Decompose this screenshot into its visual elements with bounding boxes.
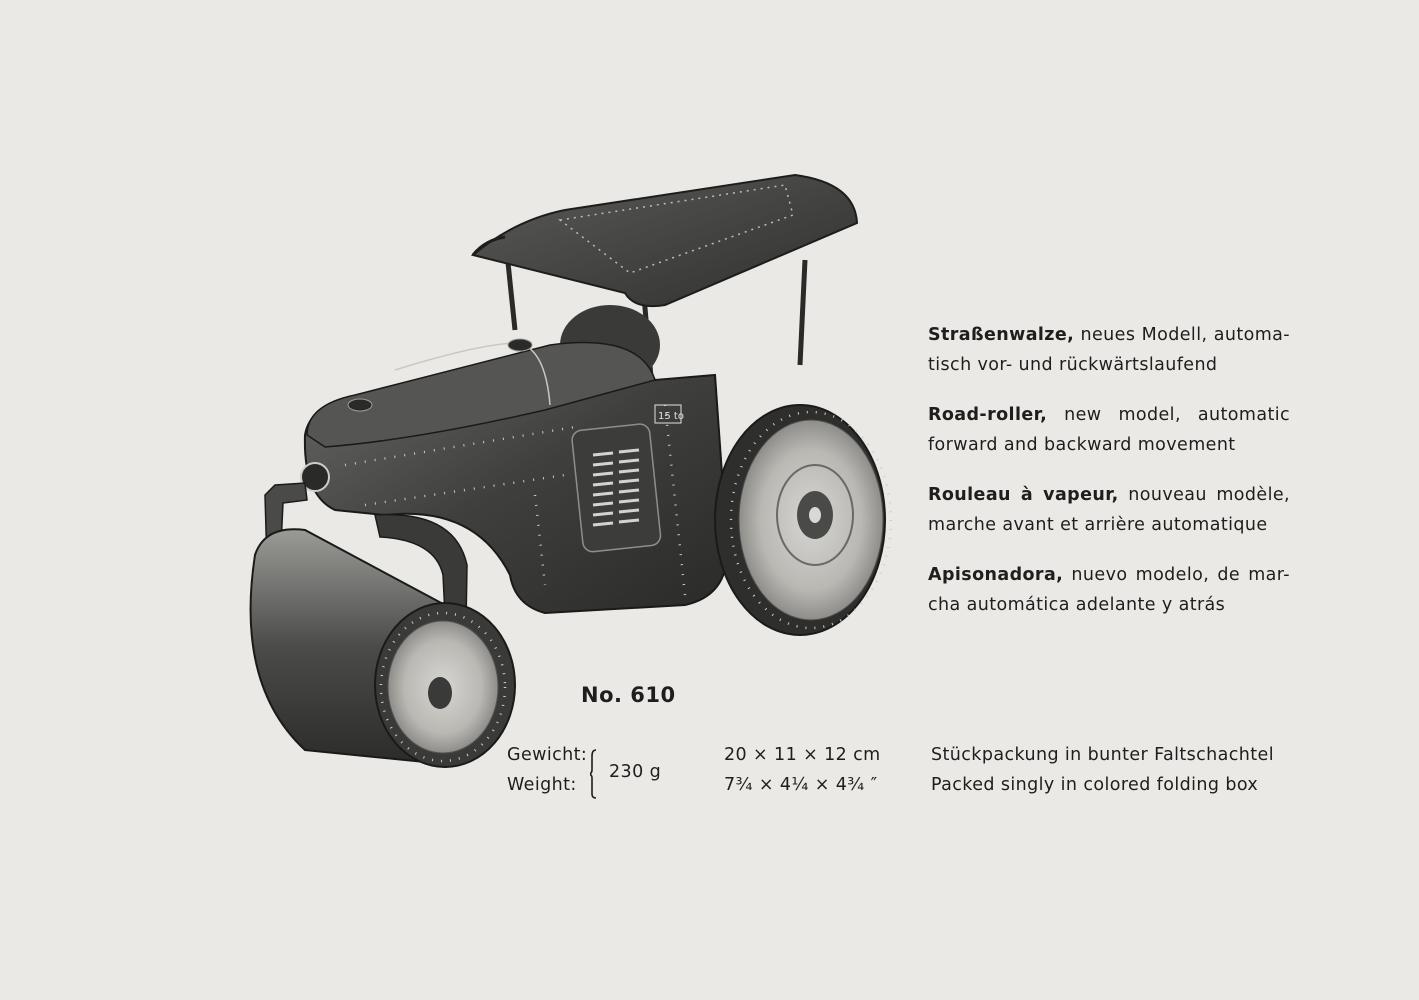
product-name-es: Apisonadora, bbox=[928, 565, 1064, 585]
roller-body: 15 to bbox=[300, 338, 729, 615]
packing-de: Stückpackung in bunter Faltschachtel bbox=[931, 745, 1274, 765]
size-imperial: 7¾ × 4¼ × 4¾ ″ bbox=[724, 775, 878, 795]
description-fr: Rouleau à vapeur, nouveau modèle, marche… bbox=[928, 480, 1290, 540]
road-roller-illustration: 15 to bbox=[249, 173, 893, 768]
size-metric: 20 × 11 × 12 cm bbox=[724, 745, 881, 765]
weight-badge: 15 to bbox=[658, 411, 684, 422]
brace-icon bbox=[590, 749, 597, 799]
canopy-roof bbox=[470, 173, 859, 308]
weight-value: 230 g bbox=[609, 762, 662, 782]
product-name-de: Straßenwalze, bbox=[928, 325, 1075, 345]
weight-label-en: Weight: bbox=[507, 775, 577, 795]
description-fr-line1: nouveau modèle, bbox=[1128, 485, 1290, 505]
packing-en: Packed singly in colored folding box bbox=[931, 775, 1259, 795]
description-es: Apisonadora, nuevo modelo, de mar- cha a… bbox=[928, 560, 1290, 620]
description-en: Road-roller, new model, automatic forwar… bbox=[928, 400, 1290, 460]
description-de: Straßenwalze, neues Modell, automa- tisc… bbox=[928, 320, 1290, 380]
weight-label-de: Gewicht: bbox=[507, 745, 588, 765]
product-name-en: Road-roller, bbox=[928, 405, 1048, 425]
front-roller bbox=[249, 528, 516, 768]
description-es-line1: nuevo modelo, de mar- bbox=[1071, 565, 1290, 585]
description-en-line1: new model, automatic bbox=[1064, 405, 1290, 425]
description-de-line1: neues Modell, automa- bbox=[1080, 325, 1290, 345]
description-de-line2: tisch vor- und rückwärtslaufend bbox=[928, 355, 1218, 375]
description-es-line2: cha automática adelante y atrás bbox=[928, 595, 1226, 615]
description-fr-line2: marche avant et arrière automatique bbox=[928, 515, 1268, 535]
product-name-fr: Rouleau à vapeur, bbox=[928, 485, 1119, 505]
vent-slots bbox=[592, 448, 640, 527]
model-number: No. 610 bbox=[581, 683, 676, 707]
rear-wheel bbox=[714, 404, 893, 636]
description-en-line2: forward and backward movement bbox=[928, 435, 1236, 455]
